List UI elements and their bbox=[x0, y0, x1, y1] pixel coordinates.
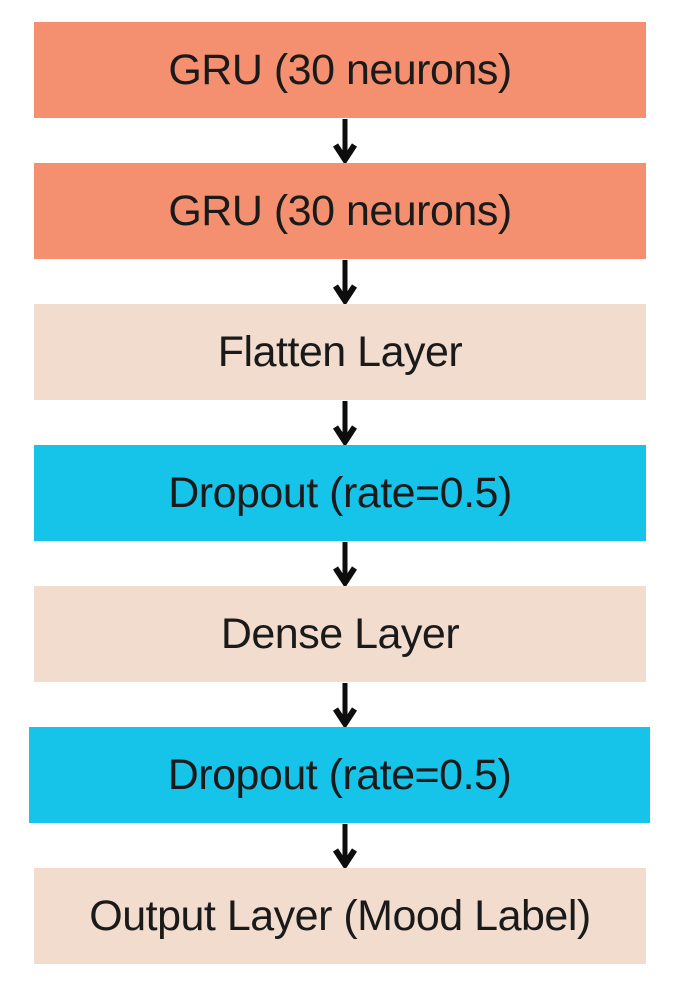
node-output: Output Layer (Mood Label) bbox=[34, 868, 646, 964]
layer-stack: GRU (30 neurons) GRU (30 neurons) Flatte… bbox=[0, 22, 678, 964]
connector-gap bbox=[0, 541, 678, 586]
node-dropout-2-label: Dropout (rate=0.5) bbox=[167, 750, 512, 799]
down-arrow-icon bbox=[332, 542, 358, 586]
node-gru-1: GRU (30 neurons) bbox=[34, 22, 646, 118]
node-gru-1-label: GRU (30 neurons) bbox=[168, 45, 512, 94]
down-arrow-icon bbox=[332, 824, 358, 868]
node-gru-2-label: GRU (30 neurons) bbox=[168, 186, 512, 235]
node-dropout-1-label: Dropout (rate=0.5) bbox=[168, 468, 512, 517]
node-dropout-2: Dropout (rate=0.5) bbox=[29, 727, 650, 823]
node-flatten-label: Flatten Layer bbox=[217, 327, 463, 376]
node-dense-label: Dense Layer bbox=[220, 609, 460, 658]
down-arrow-icon bbox=[332, 683, 358, 727]
down-arrow-icon bbox=[332, 119, 358, 163]
node-output-label: Output Layer (Mood Label) bbox=[89, 891, 591, 940]
node-dropout-1: Dropout (rate=0.5) bbox=[34, 445, 646, 541]
node-flatten: Flatten Layer bbox=[34, 304, 646, 400]
connector-gap bbox=[0, 682, 678, 727]
connector-gap bbox=[0, 118, 678, 163]
connector-gap bbox=[0, 400, 678, 445]
down-arrow-icon bbox=[332, 401, 358, 445]
down-arrow-icon bbox=[332, 260, 358, 304]
node-gru-2: GRU (30 neurons) bbox=[34, 163, 646, 259]
connector-gap bbox=[0, 823, 678, 868]
connector-gap bbox=[0, 259, 678, 304]
node-dense: Dense Layer bbox=[34, 586, 646, 682]
